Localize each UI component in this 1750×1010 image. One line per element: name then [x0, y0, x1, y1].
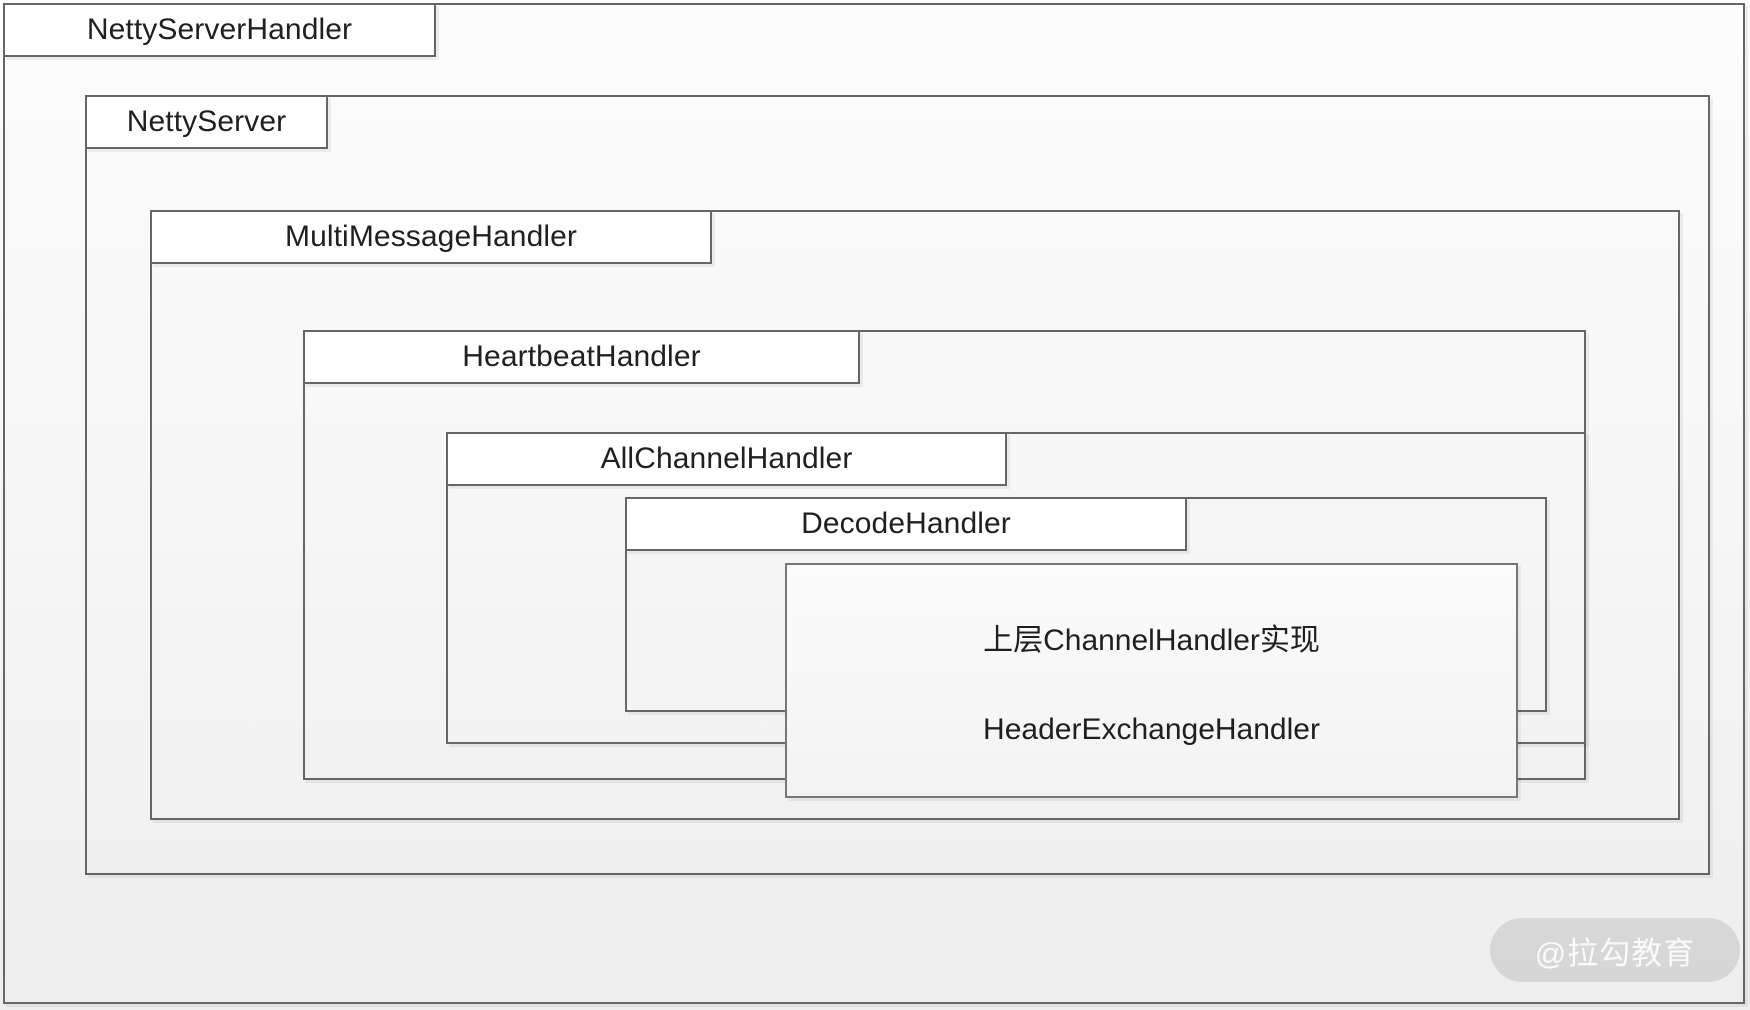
package-tab-netty-server-handler: NettyServerHandler: [3, 3, 436, 57]
inner-content-box: 上层ChannelHandler实现 HeaderExchangeHandler: [785, 563, 1518, 798]
package-label-multi-message-handler: MultiMessageHandler: [284, 220, 578, 253]
package-tab-all-channel-handler: AllChannelHandler: [446, 432, 1007, 486]
watermark-text: @拉勾教育: [1534, 935, 1696, 971]
package-decode-handler: DecodeHandler: [625, 497, 1547, 712]
package-tab-netty-server: NettyServer: [85, 95, 328, 149]
package-label-netty-server: NettyServer: [126, 105, 287, 138]
package-label-all-channel-handler: AllChannelHandler: [600, 442, 853, 475]
package-label-heartbeat-handler: HeartbeatHandler: [462, 340, 701, 373]
watermark: @拉勾教育: [1490, 918, 1740, 982]
package-tab-heartbeat-handler: HeartbeatHandler: [303, 330, 860, 384]
package-netty-server: NettyServer: [85, 95, 1710, 875]
package-netty-server-handler: NettyServerHandler: [3, 3, 1745, 1004]
package-label-netty-server-handler: NettyServerHandler: [86, 13, 353, 46]
inner-content-line-1: 上层ChannelHandler实现: [983, 623, 1320, 657]
inner-content-line-2: HeaderExchangeHandler: [983, 712, 1320, 746]
package-all-channel-handler: AllChannelHandler: [446, 432, 1586, 744]
package-tab-multi-message-handler: MultiMessageHandler: [150, 210, 712, 264]
package-tab-decode-handler: DecodeHandler: [625, 497, 1187, 551]
package-label-decode-handler: DecodeHandler: [801, 507, 1011, 540]
package-multi-message-handler: MultiMessageHandler: [150, 210, 1680, 820]
